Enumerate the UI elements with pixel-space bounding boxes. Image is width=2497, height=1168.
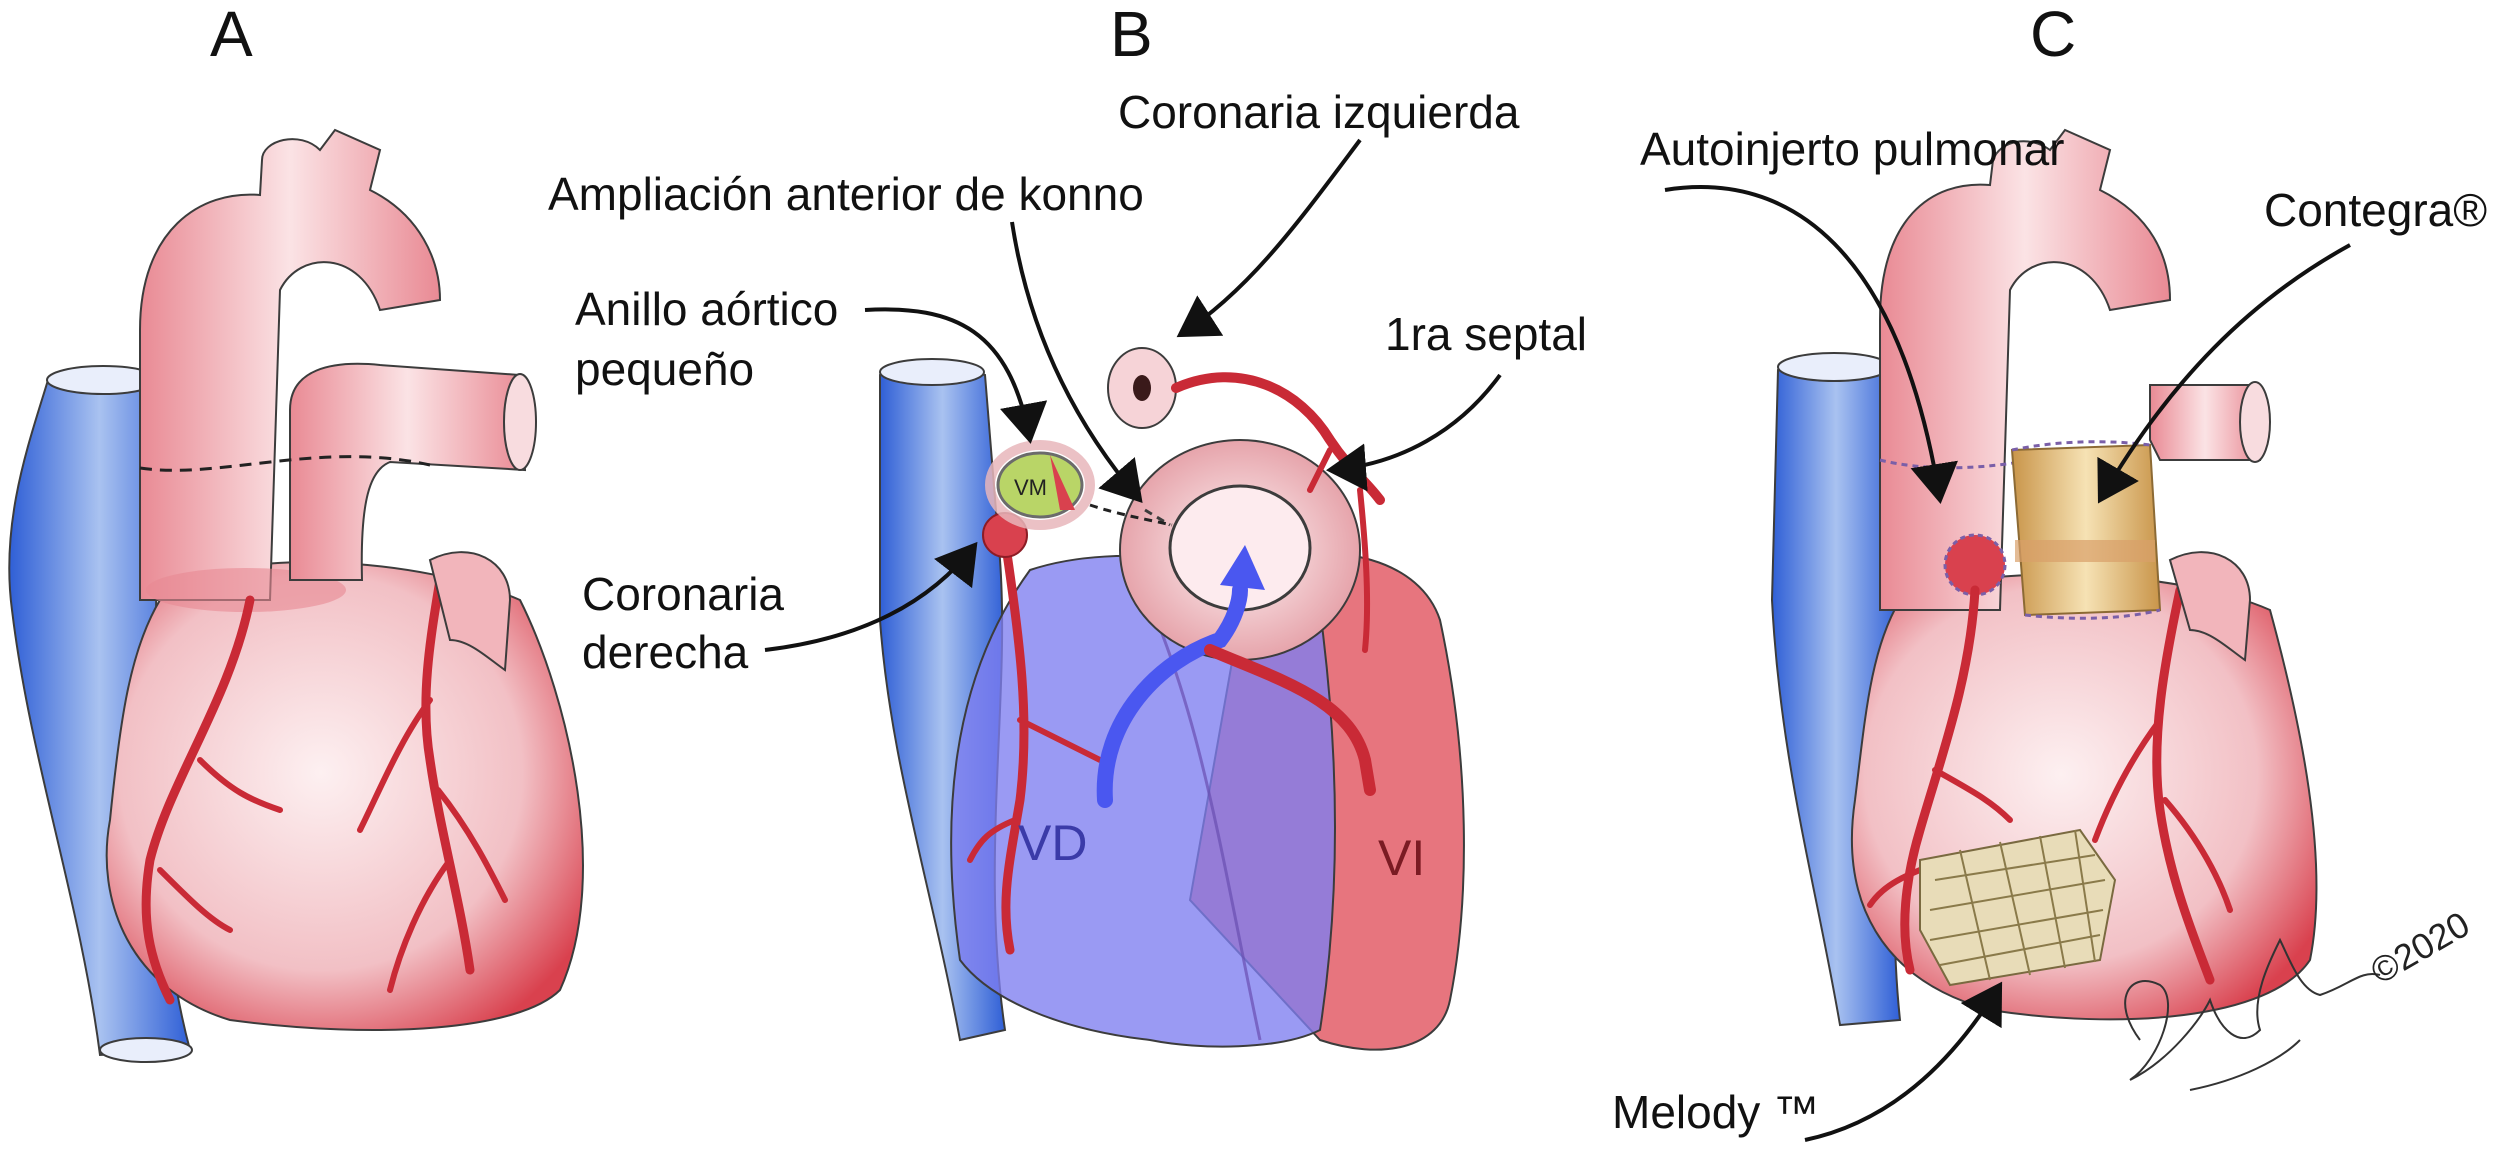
label-anillo-aortico-2: pequeño xyxy=(575,343,754,395)
label-coronaria-derecha-2: derecha xyxy=(582,626,749,678)
blue-flow-arrow xyxy=(1096,582,1248,808)
label-anillo-aortico-1: Anillo aórtico xyxy=(575,283,838,335)
coronary-right-b xyxy=(1000,535,1029,955)
coronary-right-c xyxy=(1900,585,1980,975)
vd-label: VD xyxy=(1018,815,1087,871)
red-flow-line xyxy=(1204,644,1376,796)
panel-letter-a: A xyxy=(210,0,253,70)
arrow-autoinjerto xyxy=(1664,185,1958,504)
panel-letter-c: C xyxy=(2030,0,2076,70)
vm-label: VM xyxy=(1014,475,1047,500)
arrow-coronaria-izquierda xyxy=(1176,138,1362,338)
label-1ra-septal: 1ra septal xyxy=(1385,308,1587,360)
contegra-conduit xyxy=(2010,443,2162,617)
coronary-right-a xyxy=(141,595,255,1005)
label-autoinjerto-pulmonar: Autoinjerto pulmonar xyxy=(1640,123,2064,175)
arrow-anillo-aortico xyxy=(864,307,1048,444)
arrow-melody xyxy=(1804,981,2003,1142)
label-ampliacion: Ampliación anterior de konno xyxy=(548,168,1144,220)
copyright-year: ©2020 xyxy=(2364,903,2477,992)
arrow-contegra xyxy=(2097,243,2351,504)
panel-letter-b: B xyxy=(1110,0,1153,70)
aortic-arch-a xyxy=(139,128,442,601)
vi-label: VI xyxy=(1378,830,1425,886)
heart-body-a xyxy=(105,561,584,1031)
panel-c: C Autoinjerto pulmonar Conteg xyxy=(1612,0,2487,1142)
panel-a: A xyxy=(8,0,584,1063)
label-coronaria-izquierda: Coronaria izquierda xyxy=(1118,86,1520,138)
label-contegra: Contegra® xyxy=(2264,184,2487,236)
arrow-1ra-septal xyxy=(1326,373,1502,492)
melody-stent xyxy=(1919,828,2117,987)
panel-b: B VM VD VI Coronaria xyxy=(548,0,1587,1051)
pulmonary-trunk-a xyxy=(289,362,527,581)
label-melody: Melody ™ xyxy=(1612,1086,1819,1138)
coronary-left-c xyxy=(2152,585,2215,985)
label-coronaria-derecha-1: Coronaria xyxy=(582,568,784,620)
artist-signature xyxy=(2124,937,2381,1091)
arrow-ampliacion xyxy=(1010,221,1143,504)
arrow-coronaria-derecha xyxy=(764,541,978,652)
coronary-left-a xyxy=(421,575,475,975)
